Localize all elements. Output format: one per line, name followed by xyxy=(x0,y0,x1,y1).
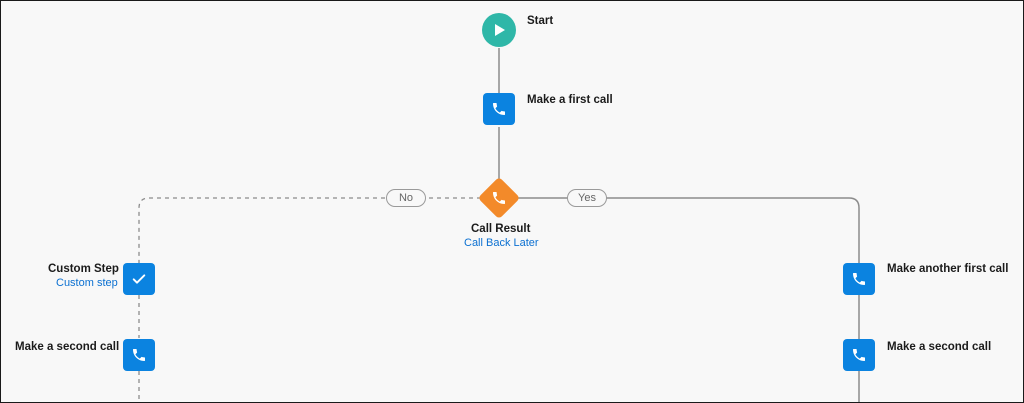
call-result-sublabel[interactable]: Call Back Later xyxy=(464,237,539,249)
right-second-call-step[interactable] xyxy=(843,339,875,371)
start-node[interactable] xyxy=(482,13,516,47)
connector-no-branch xyxy=(138,197,481,263)
right-first-call-step[interactable] xyxy=(843,263,875,295)
connector-yes-branch xyxy=(517,197,860,263)
left-second-call-step[interactable] xyxy=(123,339,155,371)
call-result-decision[interactable] xyxy=(477,176,521,220)
branch-yes-pill[interactable]: Yes xyxy=(567,189,607,207)
phone-icon xyxy=(493,192,505,204)
first-call-step[interactable] xyxy=(483,93,515,125)
custom-step-sublabel[interactable]: Custom step xyxy=(56,277,118,289)
phone-icon xyxy=(493,103,505,115)
start-label: Start xyxy=(527,15,554,27)
right-first-call-label: Make another first call xyxy=(887,263,1009,275)
custom-step-label: Custom Step xyxy=(48,263,119,275)
phone-icon xyxy=(853,349,865,361)
phone-icon xyxy=(853,273,865,285)
check-icon xyxy=(132,274,146,284)
phone-icon xyxy=(133,349,145,361)
play-icon xyxy=(495,24,505,36)
first-call-label: Make a first call xyxy=(527,94,613,106)
left-second-call-label: Make a second call xyxy=(15,341,120,353)
right-second-call-label: Make a second call xyxy=(887,341,992,353)
call-result-label: Call Result xyxy=(471,223,531,235)
branch-no-pill[interactable]: No xyxy=(386,189,426,207)
custom-step[interactable] xyxy=(123,263,155,295)
